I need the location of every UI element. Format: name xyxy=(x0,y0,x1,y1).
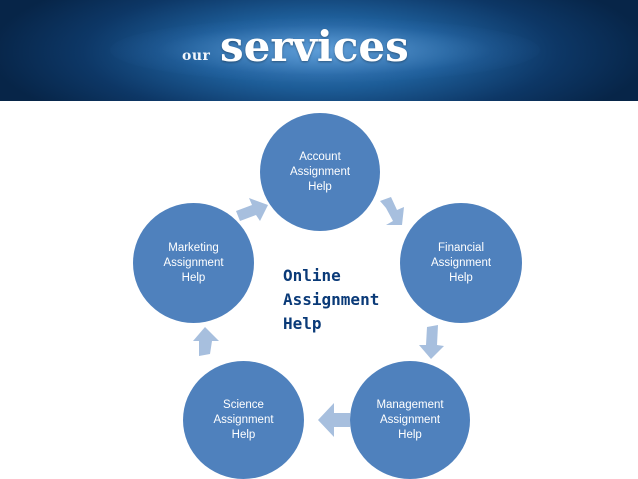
center-title-line-3: Help xyxy=(283,314,322,333)
node-science-line-3: Help xyxy=(231,428,256,441)
node-management-line-2: Assignment xyxy=(379,413,441,426)
node-account: Account Assignment Help xyxy=(260,113,380,231)
node-management-line-1: Management xyxy=(376,398,444,411)
node-science-line-2: Assignment xyxy=(213,413,274,426)
banner-glow xyxy=(110,18,540,82)
node-account-line-2: Assignment xyxy=(289,165,351,178)
node-management-label: Management Assignment Help xyxy=(368,398,452,443)
node-financial-line-3: Help xyxy=(449,271,473,284)
node-marketing-line-3: Help xyxy=(181,271,206,284)
node-marketing-label: Marketing Assignment Help xyxy=(155,241,233,286)
cycle-diagram: Account Assignment Help Financial Assign… xyxy=(0,101,638,479)
node-marketing-line-1: Marketing xyxy=(168,241,219,254)
services-banner: our services xyxy=(0,0,638,101)
node-marketing-line-2: Assignment xyxy=(163,256,224,269)
node-science-label: Science Assignment Help xyxy=(205,398,283,443)
arrow-management-to-science xyxy=(318,403,350,437)
node-financial: Financial Assignment Help xyxy=(400,203,522,323)
arrow-science-to-marketing xyxy=(193,327,219,356)
arrow-account-to-financial xyxy=(380,197,404,225)
center-title-line-1: Online xyxy=(283,266,341,285)
node-account-line-1: Account xyxy=(299,150,341,163)
node-marketing: Marketing Assignment Help xyxy=(133,203,254,323)
banner-title: services xyxy=(220,22,409,71)
arrow-shape xyxy=(419,325,444,359)
center-title: Online Assignment Help xyxy=(283,264,413,336)
arrow-marketing-to-account xyxy=(236,198,268,221)
arrow-shape xyxy=(236,198,268,221)
node-financial-line-2: Assignment xyxy=(430,256,492,269)
node-science-line-1: Science xyxy=(223,398,264,411)
cycle-arrows-layer xyxy=(193,197,444,437)
arrow-shape xyxy=(318,403,350,437)
node-account-label: Account Assignment Help xyxy=(281,150,359,195)
node-science: Science Assignment Help xyxy=(183,361,304,479)
arrow-financial-to-management xyxy=(419,325,444,359)
node-management: Management Assignment Help xyxy=(350,361,470,479)
node-financial-label: Financial Assignment Help xyxy=(422,241,500,286)
center-title-line-2: Assignment xyxy=(283,290,380,309)
node-financial-line-1: Financial xyxy=(437,241,485,254)
arrow-shape xyxy=(193,327,219,356)
banner-prefix: our xyxy=(182,48,211,64)
arrow-shape xyxy=(380,197,404,225)
node-management-line-3: Help xyxy=(398,428,422,441)
node-account-line-3: Help xyxy=(308,180,332,193)
